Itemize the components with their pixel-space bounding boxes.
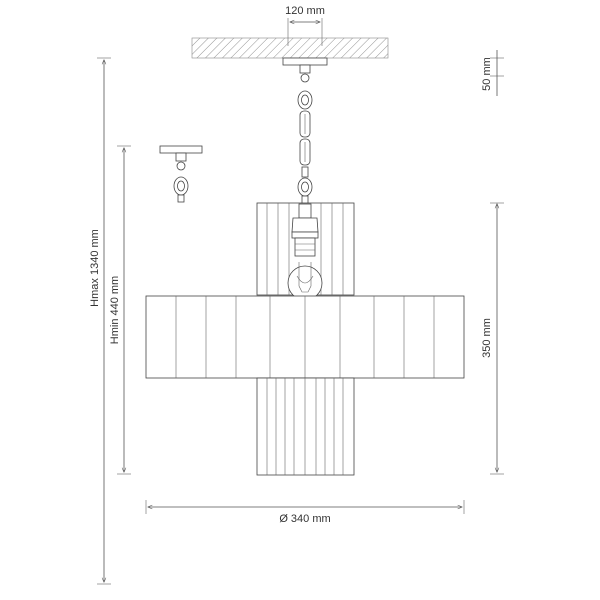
h-max-label: Hmax 1340 mm	[89, 229, 101, 307]
dimension-diameter: Ø 340 mm	[145, 500, 465, 525]
lower-shade	[256, 377, 355, 476]
shade-height-label: 350 mm	[481, 318, 493, 358]
canopy-height-label: 50 mm	[481, 57, 493, 91]
dimension-canopy-width: 120 mm	[285, 5, 325, 46]
dimension-canopy-height: 50 mm	[481, 50, 504, 96]
chain	[297, 90, 313, 205]
canopy	[282, 57, 328, 83]
min-height-detail	[159, 145, 203, 203]
diameter-label: Ø 340 mm	[279, 513, 330, 525]
h-min-label: Hmin 440 mm	[109, 276, 121, 344]
dimension-shade-height: 350 mm	[481, 202, 504, 475]
socket	[291, 203, 319, 257]
canopy-width-label: 120 mm	[285, 5, 325, 17]
dimension-h-max: Hmax 1340 mm	[89, 57, 111, 585]
middle-shade	[145, 295, 465, 379]
ceiling-hatch	[191, 37, 389, 59]
dimension-h-min: Hmin 440 mm	[109, 145, 131, 475]
